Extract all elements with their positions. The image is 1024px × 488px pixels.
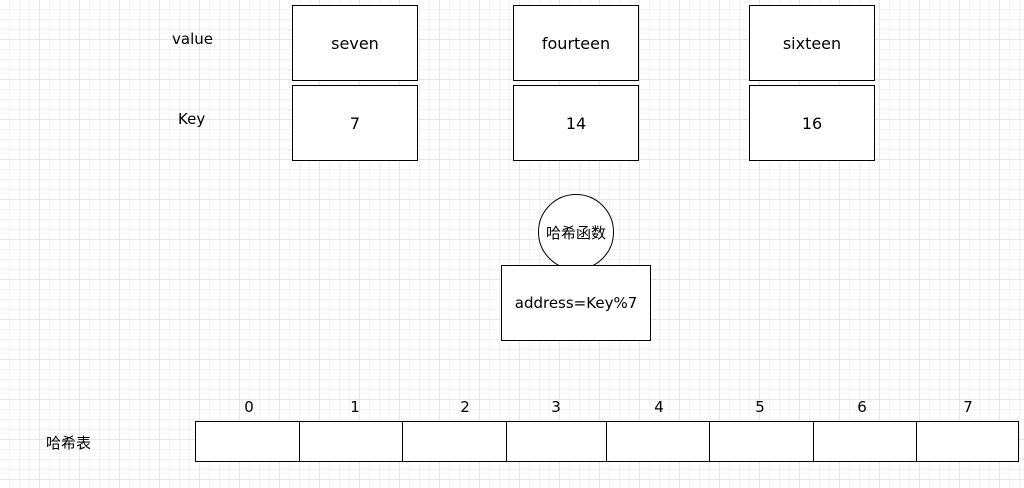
key-box-3: 16 [749, 85, 875, 161]
table-index: 6 [857, 398, 867, 416]
hash-function-circle: 哈希函数 [538, 194, 614, 270]
table-index: 5 [755, 398, 765, 416]
key-box-2: 14 [513, 85, 639, 161]
table-index: 3 [551, 398, 561, 416]
hash-table-cell [917, 422, 1018, 461]
table-index: 0 [244, 398, 254, 416]
hash-table-cell [814, 422, 917, 461]
value-row-label: value [172, 30, 213, 48]
value-box-2: fourteen [513, 5, 639, 81]
hash-table-cell [710, 422, 814, 461]
hash-formula-box: address=Key%7 [501, 265, 651, 341]
table-index: 7 [963, 398, 973, 416]
table-index: 2 [460, 398, 470, 416]
value-box-1: seven [292, 5, 418, 81]
key-box-1: 7 [292, 85, 418, 161]
hash-table-cell [300, 422, 403, 461]
hash-table-cell [607, 422, 710, 461]
hash-table-label: 哈希表 [46, 434, 92, 452]
hash-table-cell [507, 422, 607, 461]
table-index: 1 [350, 398, 360, 416]
table-index: 4 [654, 398, 664, 416]
hash-table-cell [403, 422, 507, 461]
hash-table-cell [196, 422, 300, 461]
key-row-label: Key [178, 110, 206, 128]
hash-table [195, 421, 1019, 462]
value-box-3: sixteen [749, 5, 875, 81]
